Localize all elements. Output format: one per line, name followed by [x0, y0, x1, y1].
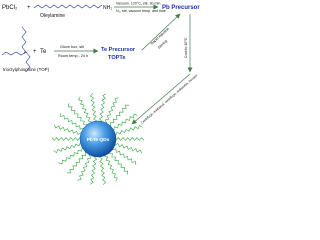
top-molecule: [1, 26, 31, 73]
ligand-chain: [104, 155, 118, 182]
amine-group: NH₂: [103, 5, 112, 11]
scheme-diagram: PbCl₂ + NH₂ Oleylamine Vacuum, 120°C, st…: [1, 2, 200, 185]
ligand-chain: [51, 137, 81, 141]
ligand-chain: [115, 124, 143, 136]
ligand-chain: [89, 93, 97, 122]
ligand-chain: [99, 156, 107, 185]
plus-sign-1: +: [27, 5, 31, 11]
reaction-label: Stirring: [157, 39, 168, 50]
ligand-chain: [114, 142, 142, 154]
ligand-shell: [51, 93, 145, 185]
ligand-chain: [78, 96, 92, 123]
toptz-label: TOPTe: [108, 55, 126, 61]
ligand-chain: [108, 153, 129, 175]
pb-precursor-label: Pb Precursor: [162, 5, 200, 11]
pb-condition-2: N₂, stir, vacuum temp. and time: [116, 9, 166, 13]
oleylamine-chain: [33, 4, 103, 9]
ligand-chain: [67, 103, 88, 125]
purify-label: Centrifuge, methanol, centrifuge, rediss…: [140, 73, 198, 125]
ligand-chain: [53, 142, 81, 154]
te-label: Te: [40, 49, 47, 55]
ligand-chain: [115, 137, 145, 141]
qd-core: [79, 120, 117, 158]
ligand-chain: [59, 112, 84, 130]
plus-sign-2: +: [33, 49, 37, 55]
ligand-chain: [112, 148, 137, 166]
ligand-chain: [113, 113, 138, 131]
qd-label: PbTe QDs: [87, 137, 110, 143]
ligand-chain: [66, 151, 87, 174]
ligand-chain: [77, 154, 92, 181]
ligand-chain: [89, 156, 97, 185]
phosphorus-atom: P: [24, 50, 27, 55]
te-condition-2: Room temp., 24 h: [58, 54, 88, 58]
purification-arrow: [131, 73, 191, 125]
oleylamine-label: Oleylamine: [40, 13, 65, 19]
te-precursor-label: Te Precursor: [101, 47, 136, 53]
quench-label: Cool to 30°C: [184, 37, 188, 58]
te-condition-1: Glove box, stir: [60, 45, 85, 49]
pbcl2-label: PbCl₂: [2, 5, 18, 11]
top-label: trioctylphosphine (TOP): [3, 67, 50, 72]
synthesis-scheme: PbCl₂ + NH₂ Oleylamine Vacuum, 120°C, st…: [1, 1, 201, 185]
ligand-chain: [99, 93, 107, 122]
ligand-chain: [58, 147, 83, 165]
pb-condition-1: Vacuum, 120°C, stir, 30 min.: [116, 2, 161, 6]
ligand-chain: [104, 97, 119, 124]
ligand-chain: [109, 104, 130, 127]
injection-arrow: [141, 13, 181, 51]
ligand-chain: [54, 124, 82, 136]
